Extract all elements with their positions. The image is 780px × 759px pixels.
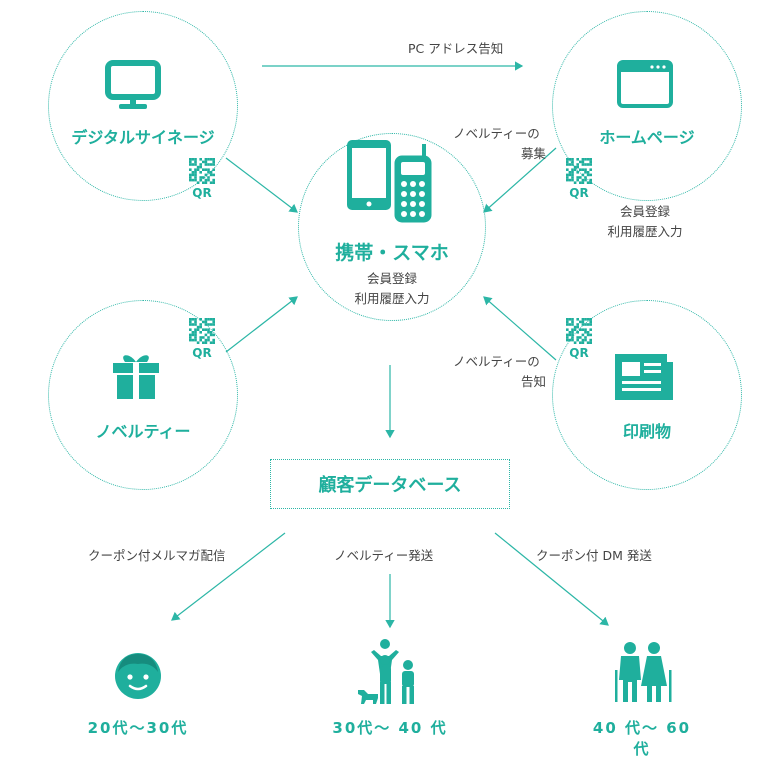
edge-label-novelty-recruit-2: 募集 (521, 146, 547, 161)
edge-label-pc-address: PC アドレス告知 (408, 41, 504, 56)
qr-label-signage: QR (192, 186, 212, 200)
qr-code-icon (189, 158, 215, 184)
novelty-label: ノベルティー (95, 422, 191, 441)
newspaper-icon (615, 354, 673, 400)
edge-label-novelty-ship: ノベルティー発送 (334, 548, 434, 563)
edge-label-coupon-mail: クーポン付メルマガ配信 (88, 548, 226, 563)
customer-database-box: 顧客データベース (270, 459, 510, 509)
audience-label-young: 20代〜30代 (87, 719, 189, 737)
arrow-novelty-to-mobile (225, 296, 298, 353)
edge-label-novelty-notice-2: 告知 (521, 374, 547, 389)
qr-label-print: QR (569, 346, 589, 360)
signage-circle (48, 11, 238, 201)
arrow-print-to-mobile (483, 296, 557, 361)
homepage-note-line1: 会員登録 (619, 204, 670, 219)
family-icon (358, 639, 414, 704)
homepage-label: ホームページ (599, 128, 695, 147)
monitor-icon (105, 60, 161, 109)
child-face-icon (115, 653, 161, 699)
gift-box-icon (113, 355, 159, 399)
mobile-phones-icon (347, 140, 435, 226)
arrow-db-to-young (171, 532, 286, 621)
qr-label-homepage: QR (569, 186, 589, 200)
audience-label-senior: 40 代〜 60 代 (592, 719, 692, 758)
homepage-note-line2: 利用履歴入力 (607, 224, 683, 239)
edge-label-novelty-recruit-1: ノベルティーの (453, 126, 540, 141)
elderly-couple-icon (615, 642, 672, 702)
arrow-signage-to-mobile (225, 157, 298, 213)
mobile-label: 携帯・スマホ (335, 242, 449, 264)
novelty-circle (48, 300, 238, 490)
qr-code-icon (189, 318, 215, 344)
edge-label-novelty-notice-1: ノベルティーの (453, 354, 540, 369)
database-label: 顧客データベース (318, 475, 462, 496)
browser-window-icon (617, 60, 673, 108)
mobile-note-line2: 利用履歴入力 (354, 291, 430, 306)
arrow-db-to-senior (494, 532, 609, 626)
print-label: 印刷物 (622, 422, 671, 441)
edge-label-coupon-dm: クーポン付 DM 発送 (536, 548, 652, 563)
homepage-circle (552, 11, 742, 201)
mobile-circle (298, 133, 486, 321)
print-circle (552, 300, 742, 490)
arrow-homepage-to-mobile (483, 147, 557, 213)
mobile-note-line1: 会員登録 (366, 271, 417, 286)
qr-code-icon (566, 158, 592, 184)
qr-code-icon (566, 318, 592, 344)
qr-label-novelty: QR (192, 346, 212, 360)
audience-label-middle: 30代〜 40 代 (332, 719, 448, 737)
signage-label: デジタルサイネージ (71, 128, 215, 147)
